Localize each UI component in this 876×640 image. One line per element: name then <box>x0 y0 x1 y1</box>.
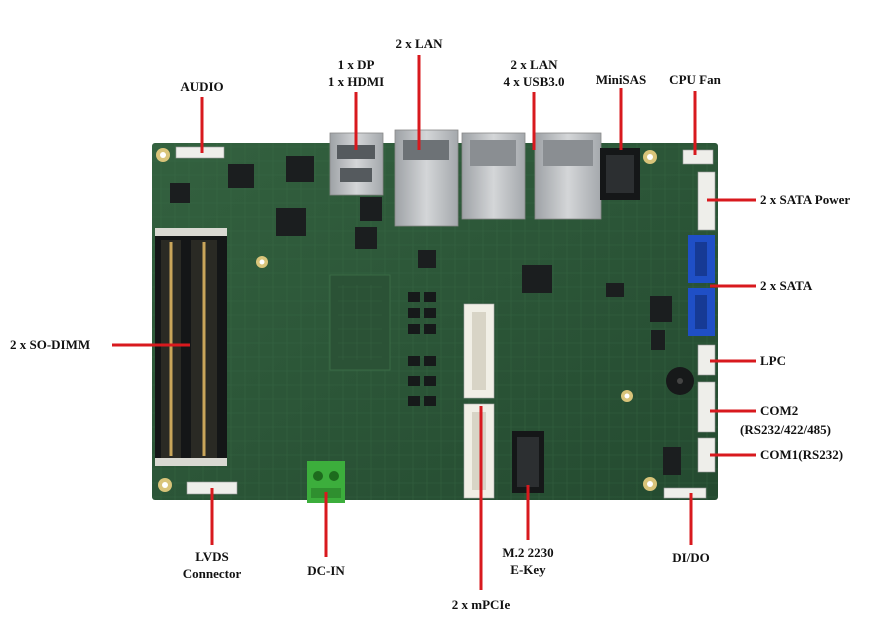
label-m2: M.2 2230 <box>502 545 554 560</box>
label-sata: 2 x SATA <box>760 278 813 293</box>
label-com1: COM1(RS232) <box>760 447 844 462</box>
label-lan-usb-1: 2 x LAN <box>510 57 558 72</box>
label-dp: 1 x DP <box>337 57 375 72</box>
cpu-fan-header <box>682 149 714 165</box>
label-lan-top: 2 x LAN <box>395 36 443 51</box>
label-sata-power: 2 x SATA Power <box>760 192 851 207</box>
label-dido: DI/DO <box>672 550 710 565</box>
sata-connectors <box>688 235 715 336</box>
label-minisas: MiniSAS <box>595 72 647 87</box>
mpcie-slots <box>463 303 495 499</box>
mosfet-array <box>408 292 436 406</box>
label-lvds-connector: Connector <box>182 566 242 581</box>
lan-ports <box>394 129 602 227</box>
ic-chips <box>170 156 681 475</box>
label-lpc: LPC <box>760 353 786 368</box>
label-com2: COM2 <box>760 403 799 418</box>
cpu-grid <box>338 285 382 360</box>
label-lan-usb-2: 4 x USB3.0 <box>503 74 565 89</box>
label-m2-ekey: E-Key <box>510 562 546 577</box>
label-cpu-fan: CPU Fan <box>669 72 721 87</box>
so-dimm-slots <box>155 228 227 466</box>
dido-header <box>663 487 707 499</box>
label-audio: AUDIO <box>180 79 224 94</box>
label-mpcie: 2 x mPCIe <box>451 597 511 612</box>
mounting-holes <box>156 148 657 492</box>
callout-lines <box>112 55 756 590</box>
label-so-dimm: 2 x SO-DIMM <box>10 337 91 352</box>
audio-header <box>175 146 225 159</box>
label-lvds: LVDS <box>195 549 229 564</box>
right-edge-headers <box>697 344 716 473</box>
label-hdmi: 1 x HDMI <box>327 74 385 89</box>
label-dc-in: DC-IN <box>307 563 345 578</box>
label-com2-mode: (RS232/422/485) <box>740 422 831 437</box>
